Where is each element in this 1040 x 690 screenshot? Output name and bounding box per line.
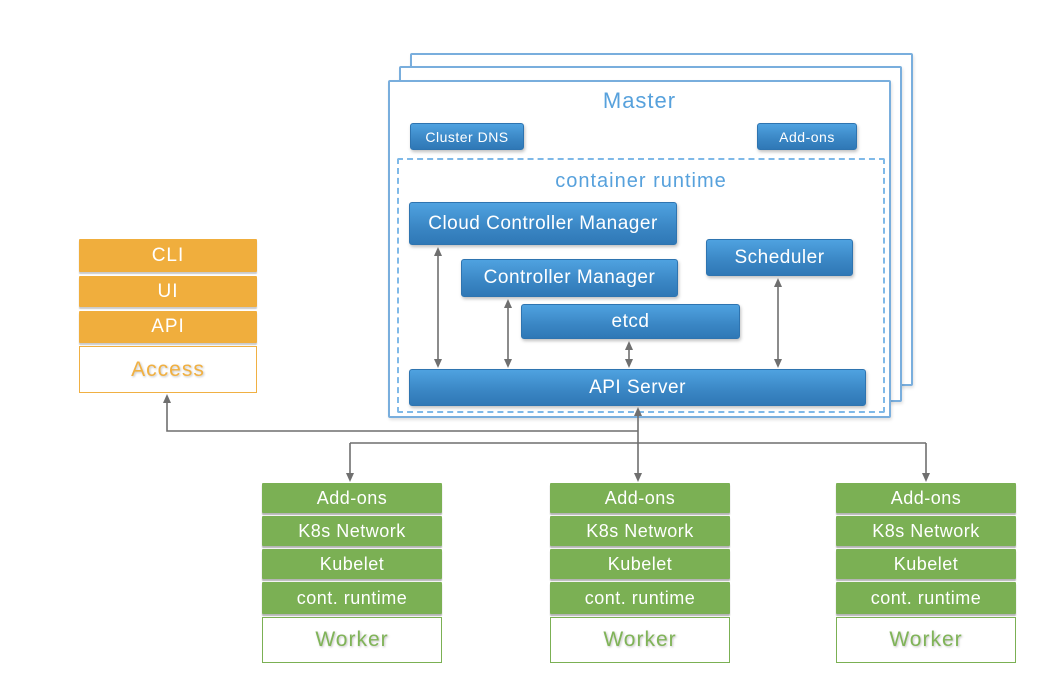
addons-master-box: Add-ons xyxy=(757,123,857,150)
scheduler-box: Scheduler xyxy=(706,239,853,276)
container-runtime-title: container runtime xyxy=(555,170,727,192)
worker2-row-addons: Add-ons xyxy=(550,483,730,513)
worker1-row-addons: Add-ons xyxy=(262,483,442,513)
worker3-row-kubelet: Kubelet xyxy=(836,549,1016,579)
access-item-cli: CLI xyxy=(79,239,257,272)
worker1-label-box: Worker xyxy=(262,617,442,663)
worker2-row-kubelet: Kubelet xyxy=(550,549,730,579)
worker3-label-box: Worker xyxy=(836,617,1016,663)
worker2-label-box: Worker xyxy=(550,617,730,663)
access-label-box: Access xyxy=(79,346,257,393)
access-item-api: API xyxy=(79,311,257,343)
controller-manager-box: Controller Manager xyxy=(461,259,678,297)
worker1-row-cont-runtime: cont. runtime xyxy=(262,582,442,614)
api-server-box: API Server xyxy=(409,369,866,406)
worker3-row-cont-runtime: cont. runtime xyxy=(836,582,1016,614)
worker3-row-addons: Add-ons xyxy=(836,483,1016,513)
etcd-box: etcd xyxy=(521,304,740,339)
master-title: Master xyxy=(602,88,677,113)
access-item-ui: UI xyxy=(79,276,257,307)
worker2-row-k8s-network: K8s Network xyxy=(550,516,730,546)
worker1-row-kubelet: Kubelet xyxy=(262,549,442,579)
cloud-controller-manager-box: Cloud Controller Manager xyxy=(409,202,677,245)
worker2-row-cont-runtime: cont. runtime xyxy=(550,582,730,614)
worker3-row-k8s-network: K8s Network xyxy=(836,516,1016,546)
cluster-dns-box: Cluster DNS xyxy=(410,123,524,150)
worker1-row-k8s-network: K8s Network xyxy=(262,516,442,546)
